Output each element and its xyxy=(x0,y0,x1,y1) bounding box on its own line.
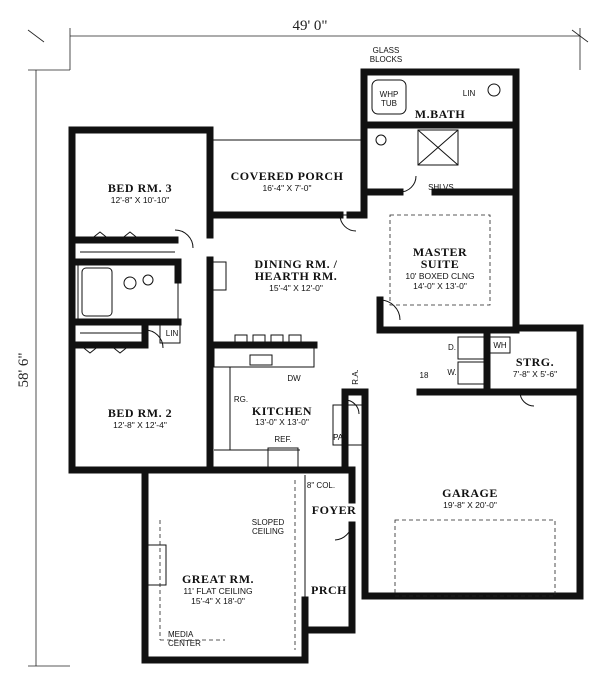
interior-walls xyxy=(68,79,584,650)
bed2-name: BED RM. 2 xyxy=(108,406,172,420)
mbath-name: M.BATH xyxy=(415,107,466,121)
whp-tub-label-2: TUB xyxy=(381,99,397,108)
dining-size: 15'-4" X 12'-0" xyxy=(269,283,323,293)
media-center-label-2: CENTER xyxy=(168,639,201,648)
dryer-label: D. xyxy=(448,343,456,352)
master-name: MASTER xyxy=(413,245,467,259)
glass-blocks-label-1: GLASS xyxy=(373,46,400,55)
great-size: 15'-4" X 18'-0" xyxy=(191,596,245,606)
dw-label: DW xyxy=(287,374,301,383)
bed3-name: BED RM. 3 xyxy=(108,181,172,195)
kitchen-name: KITCHEN xyxy=(252,404,312,418)
dim-18-label: 18 xyxy=(420,371,429,380)
great-note: 11' FLAT CEILING xyxy=(183,586,252,596)
door-swings xyxy=(79,175,535,541)
dining-name-2: HEARTH RM. xyxy=(255,269,338,283)
garage-size: 19'-8" X 20'-0" xyxy=(443,500,497,510)
foyer-name: FOYER xyxy=(312,503,357,517)
overall-width: 49' 0" xyxy=(292,18,327,34)
col-label: 8" COL. xyxy=(307,481,335,490)
rg-label: RG. xyxy=(234,395,248,404)
garage-name: GARAGE xyxy=(442,486,498,500)
dining-name: DINING RM. / xyxy=(255,257,338,271)
sloped-label-2: CEILING xyxy=(252,527,284,536)
overall-depth: 58' 6" xyxy=(16,352,32,387)
whp-tub-label-1: WHP xyxy=(380,90,399,99)
lin-label-mbath: LIN xyxy=(463,89,476,98)
ra-label: R.A. xyxy=(351,369,360,385)
sloped-label-1: SLOPED xyxy=(252,518,285,527)
strg-size: 7'-8" X 5'-6" xyxy=(513,369,557,379)
master-note: 10' BOXED CLNG xyxy=(405,271,474,281)
kitchen-size: 13'-0" X 13'-0" xyxy=(255,417,309,427)
washer-label: W. xyxy=(447,368,456,377)
bed2-size: 12'-8" X 12'-4" xyxy=(113,420,167,430)
porch-size: 16'-4" X 7'-0" xyxy=(263,183,312,193)
shlvs-label: SHLVS. xyxy=(428,183,456,192)
media-center-label-1: MEDIA xyxy=(168,630,194,639)
porch-name: COVERED PORCH xyxy=(231,169,344,183)
master-name-2: SUITE xyxy=(421,257,460,271)
dimension-lines xyxy=(27,28,589,667)
lin-label-hall: LIN xyxy=(166,329,179,338)
pan-label: PAN xyxy=(333,433,349,442)
great-name: GREAT RM. xyxy=(182,572,254,586)
strg-name: STRG. xyxy=(516,355,554,369)
glass-blocks-label-2: BLOCKS xyxy=(370,55,402,64)
master-size: 14'-0" X 13'-0" xyxy=(413,281,467,291)
prch-name: PRCH xyxy=(311,583,347,597)
water-heater-label: WH xyxy=(493,341,507,350)
ref-label: REF. xyxy=(274,435,291,444)
bed3-size: 12'-8" X 10'-10" xyxy=(111,195,169,205)
